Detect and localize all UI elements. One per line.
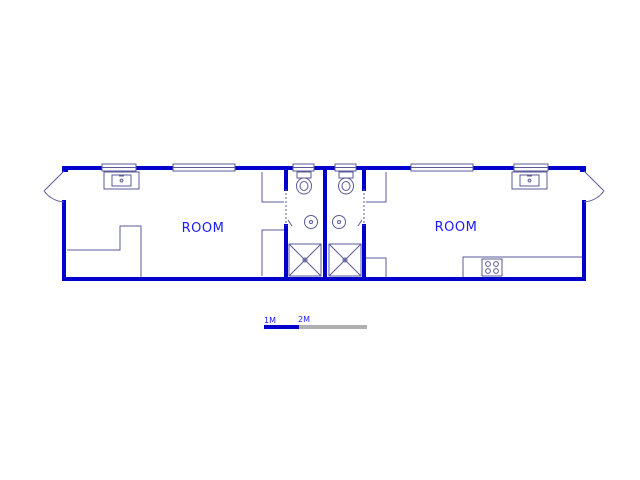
left-room-fixtures: [67, 171, 284, 277]
sink-drain-icon: [119, 178, 124, 183]
toilet-tank-left: [296, 171, 312, 179]
cupboard-lower-left: [261, 229, 284, 276]
scale-segment-dark: [264, 325, 299, 329]
shower-left: [288, 243, 322, 277]
stove: [481, 258, 503, 277]
sink-right: [519, 174, 540, 187]
scale-bar: 1M 2M: [264, 315, 367, 329]
bathroom-left-fixtures: [288, 171, 322, 277]
cupboard-lower-right: [366, 257, 387, 277]
cupboard-upper-left: [261, 172, 284, 203]
scale-segment-light: [299, 325, 367, 329]
l-counter-left: [67, 225, 142, 277]
counter-right: [511, 171, 548, 190]
burner-icon: [493, 261, 499, 267]
burner-icon: [493, 268, 499, 274]
sink-left: [111, 174, 132, 187]
entry-door-left: [43, 170, 65, 203]
windows: [101, 163, 549, 172]
toilet-bowl-right: [338, 177, 354, 195]
toilet-tank-right: [338, 171, 354, 179]
wall-cap: [62, 166, 68, 172]
cupboard-upper-right: [366, 172, 387, 203]
right-room-fixtures: [366, 171, 582, 277]
bathroom-right-fixtures: [328, 171, 362, 277]
scale-label-1m: 1M: [264, 316, 276, 325]
sink-drain-icon: [527, 178, 532, 183]
toilet-bowl-left: [296, 177, 312, 195]
room-label-right: ROOM: [435, 220, 478, 235]
exterior-walls: [62, 166, 586, 281]
entry-door-right: [583, 170, 605, 203]
kitchen-counter-right: [462, 256, 582, 277]
burner-icon: [485, 261, 491, 267]
basin-left: [304, 215, 318, 229]
burner-icon: [485, 268, 491, 274]
wall-caps: [62, 166, 586, 172]
shower-right: [328, 243, 362, 277]
scale-label-2m: 2M: [298, 315, 310, 324]
wall-cap: [580, 166, 586, 172]
basin-right: [332, 215, 346, 229]
room-label-left: ROOM: [182, 221, 225, 236]
bathroom-doors: [285, 189, 365, 227]
counter-left: [103, 171, 140, 190]
